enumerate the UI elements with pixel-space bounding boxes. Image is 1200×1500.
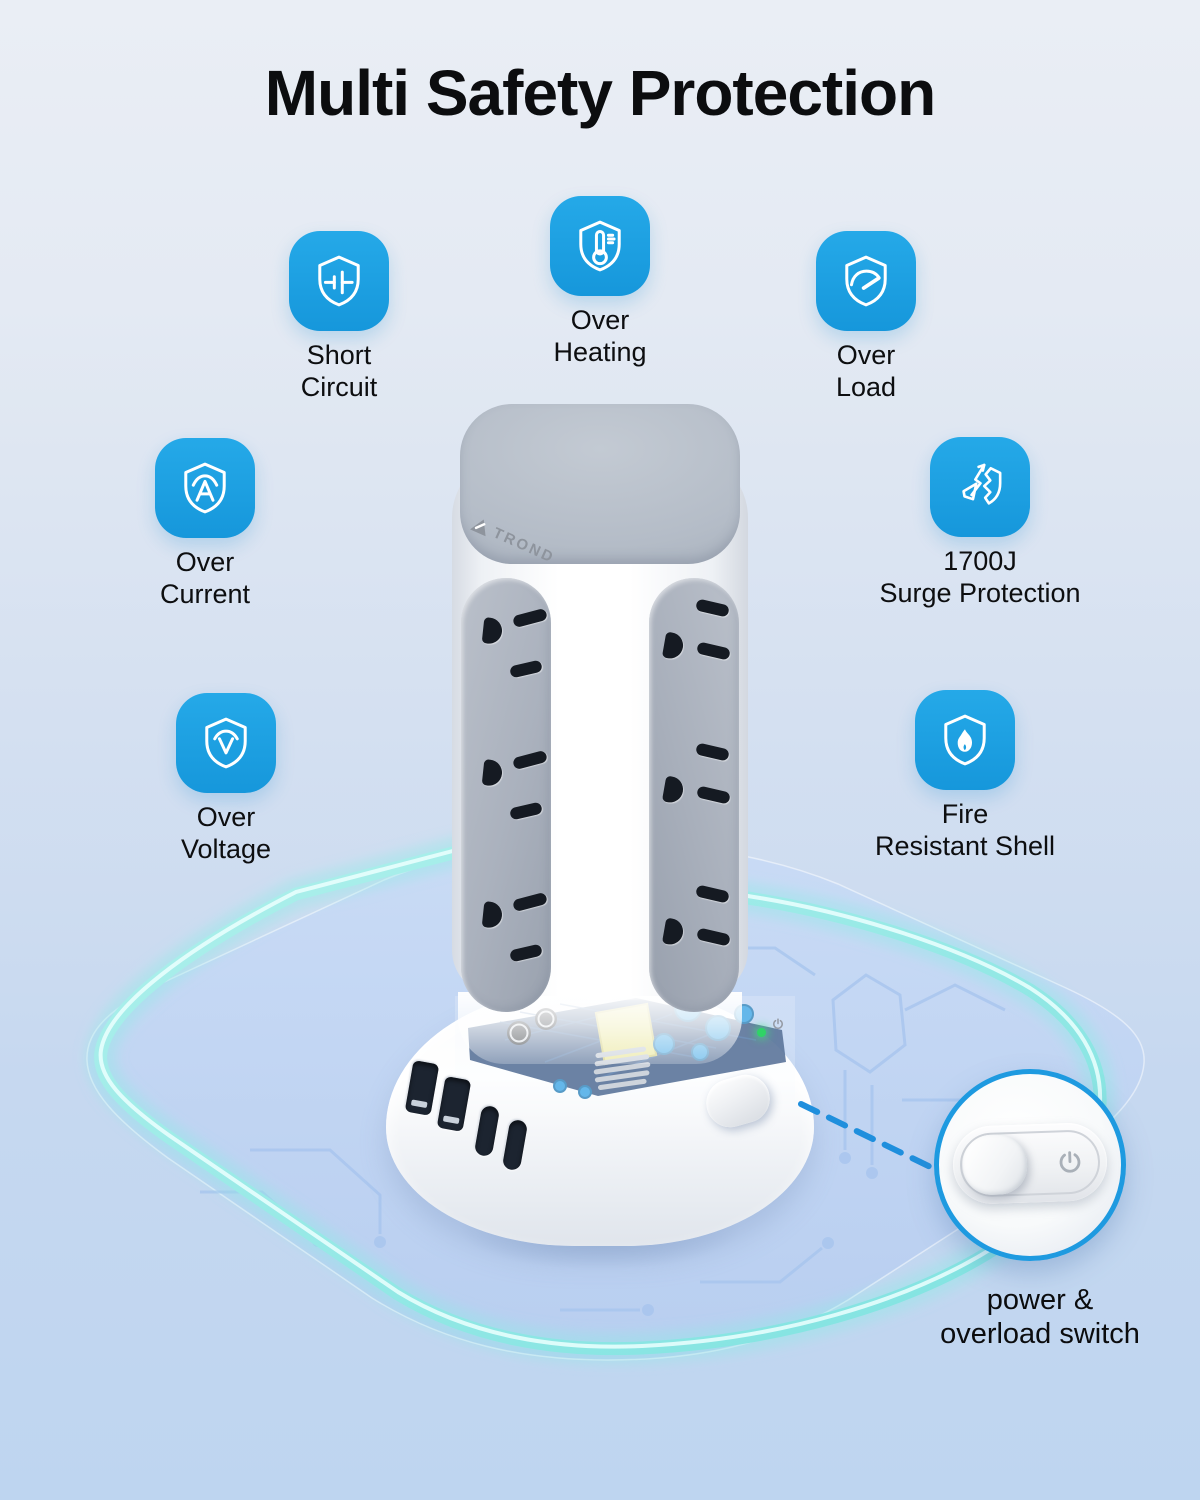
brand-logo: TROND [469,515,558,567]
feature-over-voltage: Over Voltage [106,693,346,865]
feature-label-line1: Over [175,547,235,577]
tower-top-cap [460,404,740,564]
feature-label-line2: Surge Protection [879,577,1081,608]
feature-label-line2: Heating [553,336,647,367]
feature-fire-resistant: Fire Resistant Shell [845,690,1085,862]
surge-protection-icon [930,437,1030,537]
feature-label-line1: Over [196,802,256,832]
feature-label-line2: Resistant Shell [874,830,1056,861]
feature-label-line2: Circuit [300,371,378,402]
over-voltage-icon [176,693,276,793]
feature-short-circuit: Short Circuit [219,231,459,403]
over-current-icon [155,438,255,538]
magnifier-circle [934,1069,1126,1261]
power-cable [85,833,1116,1364]
magnified-power-switch [951,1121,1109,1206]
brand-triangle-icon [470,519,486,537]
power-symbol-icon [1059,1151,1081,1173]
short-circuit-icon [289,231,389,331]
callout-label: power & overload switch [880,1284,1200,1351]
outlet-panel-left [461,578,551,1012]
feature-over-heating: Over Heating [480,196,720,368]
page-title: Multi Safety Protection [264,57,936,129]
feature-label-line1: Over [836,340,896,370]
over-heating-icon [550,196,650,296]
feature-over-current: Over Current [85,438,325,610]
power-symbol-icon [773,1018,783,1030]
switch-knob [961,1133,1029,1196]
feature-surge-protection: 1700J Surge Protection [860,437,1100,609]
feature-label-line2: Load [835,371,897,402]
callout-line2: overload switch [940,1317,1140,1350]
feature-label-line1: Fire [941,799,989,829]
feature-label-line1: Over [570,305,630,335]
feature-label-line2: Voltage [180,833,272,864]
feature-over-load: Over Load [746,231,986,403]
over-load-icon [816,231,916,331]
fire-resistant-icon [915,690,1015,790]
led-indicator [757,1028,766,1037]
feature-label-line1: 1700J [943,546,1017,576]
tower-sheen [552,560,648,1000]
feature-label-line2: Current [159,578,251,609]
callout-line1: power & [986,1284,1094,1316]
feature-label-line1: Short [306,340,372,370]
